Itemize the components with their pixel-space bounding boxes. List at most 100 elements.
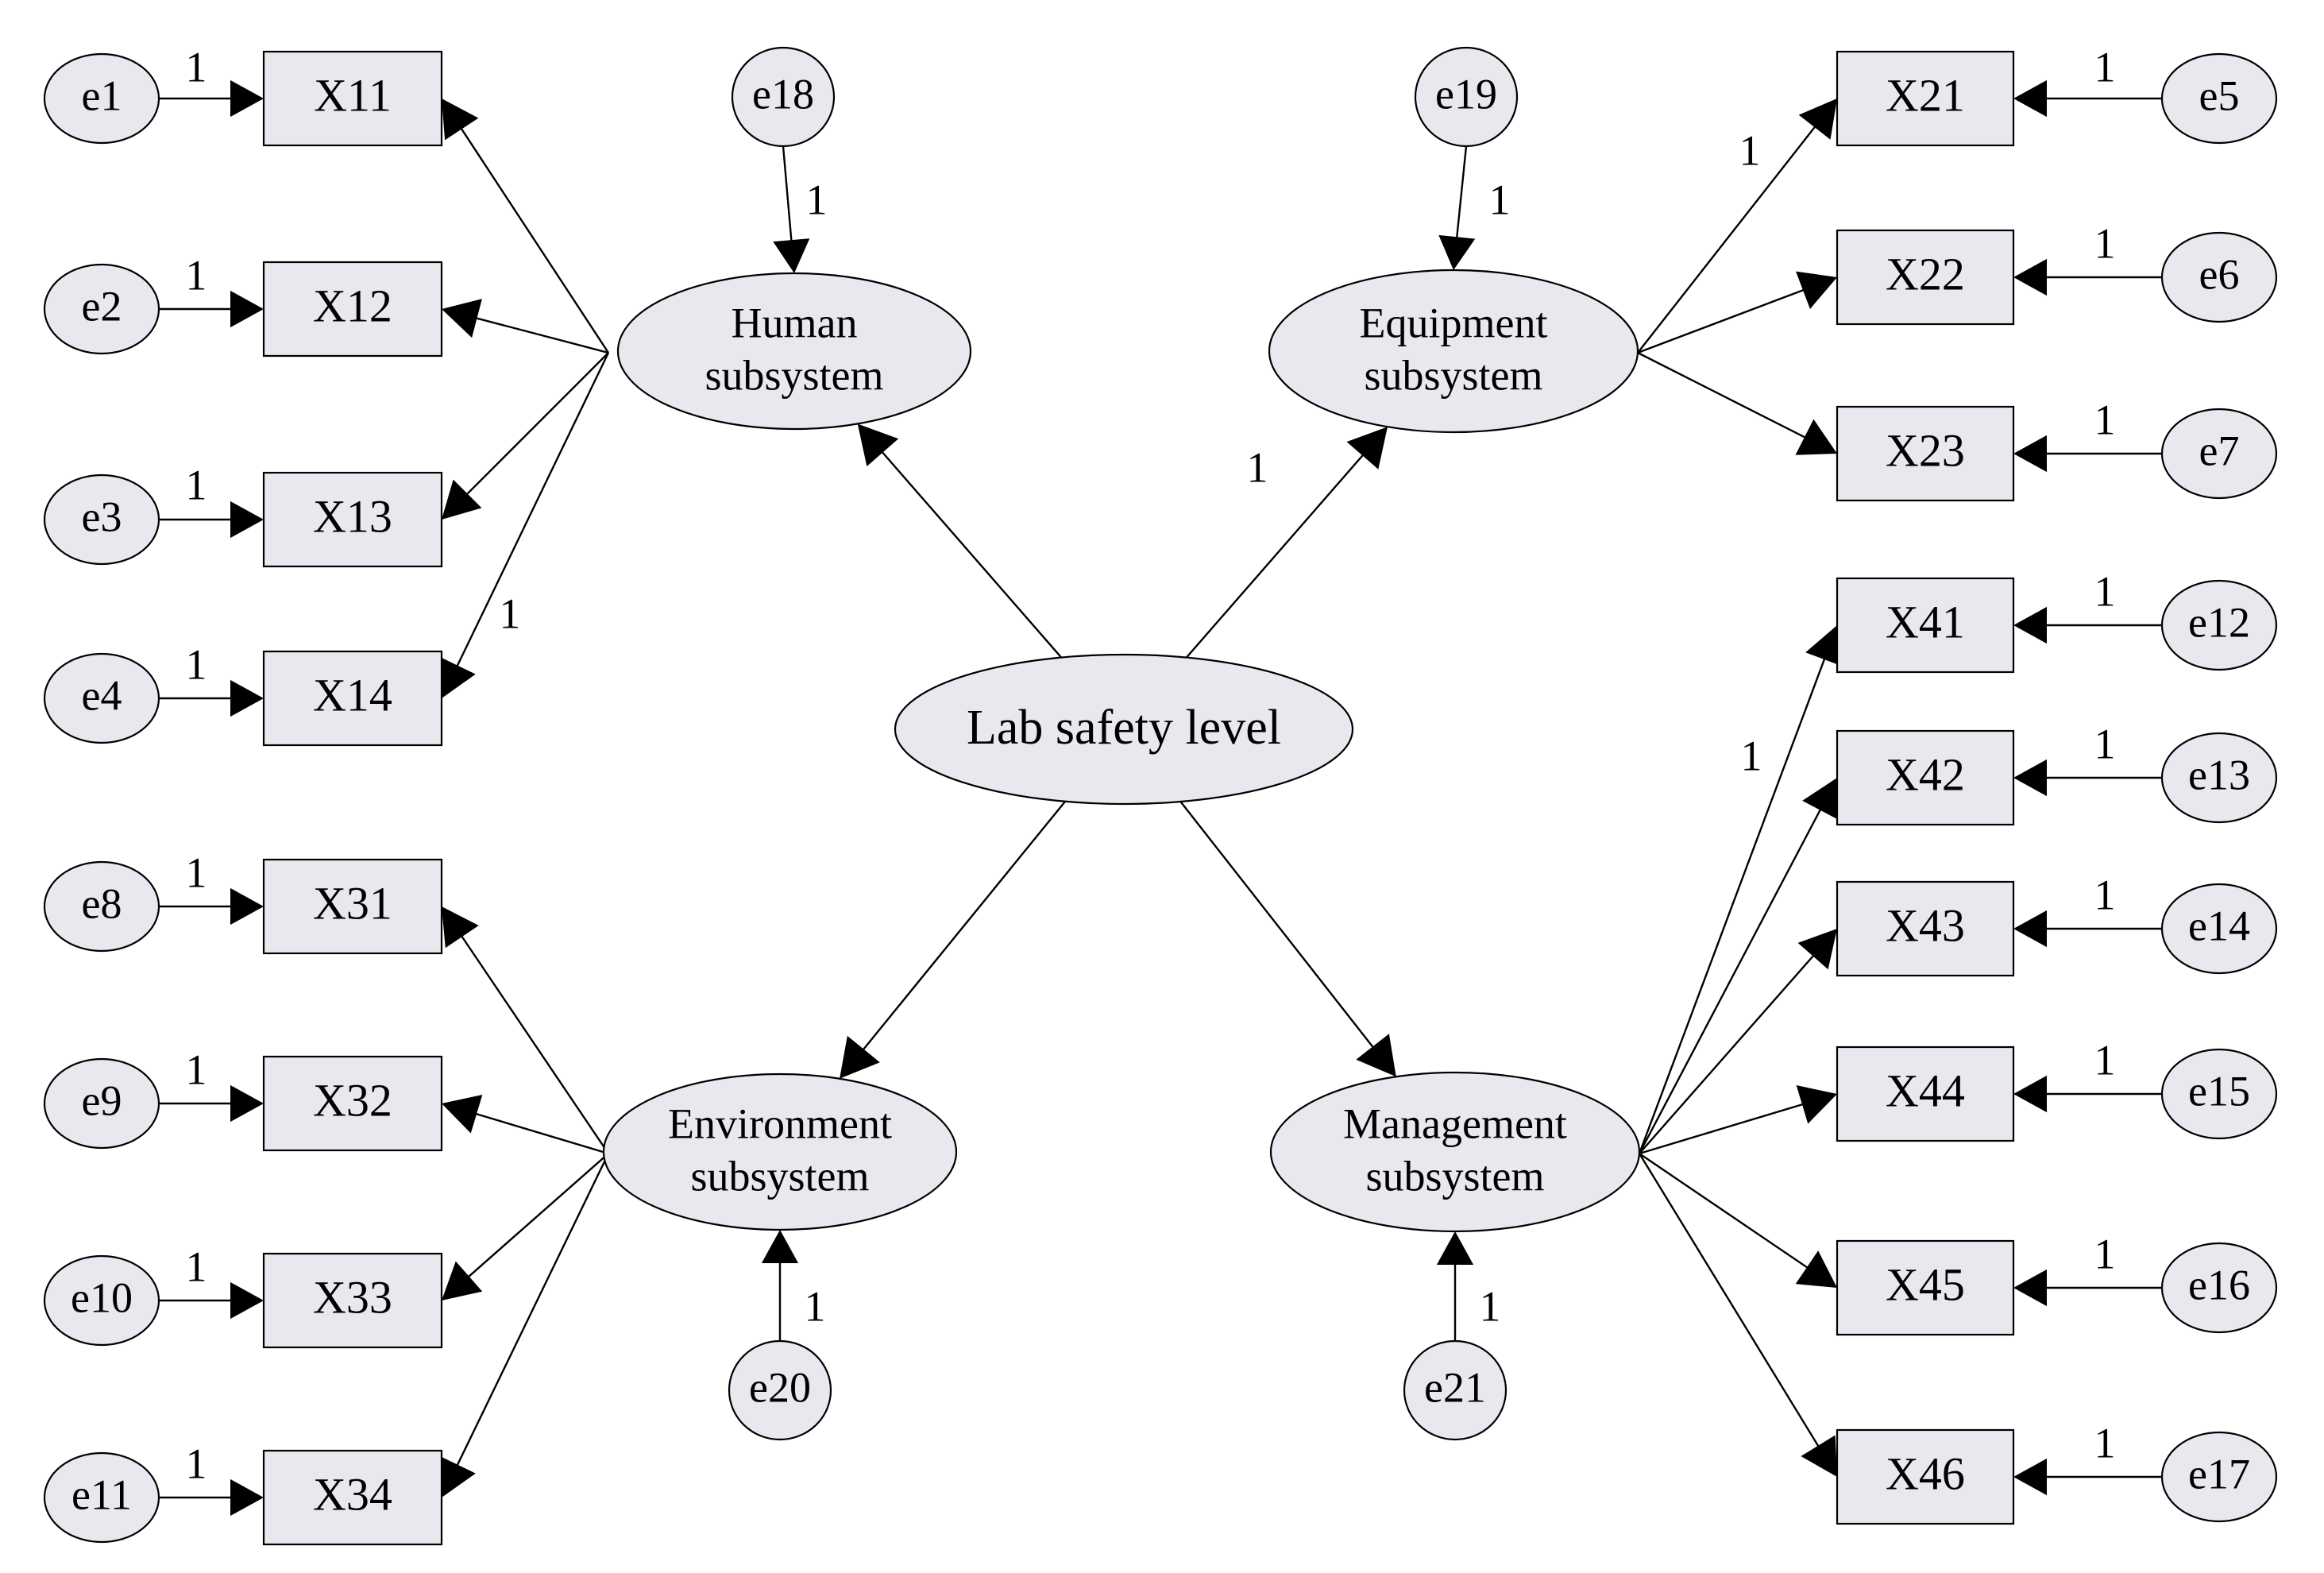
error-circle-e19[interactable] xyxy=(1414,46,1519,148)
error-term-e19[interactable]: e19 xyxy=(1414,46,1519,148)
error-circle-e11[interactable] xyxy=(43,1451,160,1544)
error-term-e16[interactable]: e16 xyxy=(2160,1242,2278,1334)
error-edge-e21-arrow xyxy=(1436,1231,1474,1265)
error-term-e9[interactable]: e9 xyxy=(43,1057,160,1150)
observed-variable-X44[interactable]: X44 xyxy=(1836,1045,2015,1142)
error-circle-e3[interactable] xyxy=(43,473,160,566)
observed-variable-X23[interactable]: X23 xyxy=(1836,405,2015,502)
observed-box-X11[interactable] xyxy=(262,50,443,147)
observed-variable-X45[interactable]: X45 xyxy=(1836,1239,2015,1336)
edge-weight-w-e19: 1 xyxy=(1489,176,1511,223)
observed-box-X42[interactable] xyxy=(1836,729,2015,826)
observed-variable-X12[interactable]: X12 xyxy=(262,261,443,358)
observed-variable-X22[interactable]: X22 xyxy=(1836,229,2015,326)
observed-box-X46[interactable] xyxy=(1836,1428,2015,1525)
observed-box-X45[interactable] xyxy=(1836,1239,2015,1336)
observed-variable-X46[interactable]: X46 xyxy=(1836,1428,2015,1525)
error-circle-e18[interactable] xyxy=(731,46,836,148)
error-term-e3[interactable]: e3 xyxy=(43,473,160,566)
observed-variable-X32[interactable]: X32 xyxy=(262,1055,443,1152)
error-circle-e12[interactable] xyxy=(2160,579,2278,671)
error-term-e8[interactable]: e8 xyxy=(43,860,160,953)
latent-label-environment-line1: Environment xyxy=(668,1100,892,1147)
observed-variable-X42[interactable]: X42 xyxy=(1836,729,2015,826)
observed-box-X31[interactable] xyxy=(262,858,443,955)
observed-box-X33[interactable] xyxy=(262,1252,443,1349)
observed-box-X23[interactable] xyxy=(1836,405,2015,502)
error-term-e2[interactable]: e2 xyxy=(43,263,160,355)
observed-variable-X41[interactable]: X41 xyxy=(1836,577,2015,674)
latent-variable-lab_safety[interactable]: Lab safety level xyxy=(894,653,1354,806)
error-circle-e7[interactable] xyxy=(2160,408,2278,500)
observed-variable-X43[interactable]: X43 xyxy=(1836,880,2015,977)
observed-box-X21[interactable] xyxy=(1836,50,2015,147)
error-term-e17[interactable]: e17 xyxy=(2160,1431,2278,1523)
error-circle-e20[interactable] xyxy=(728,1339,832,1441)
error-term-e18[interactable]: e18 xyxy=(731,46,836,148)
observed-box-X44[interactable] xyxy=(1836,1045,2015,1142)
loading-environment-X33-arrow xyxy=(442,1261,483,1301)
latent-ellipse-management[interactable] xyxy=(1269,1071,1641,1233)
error-term-e14[interactable]: e14 xyxy=(2160,883,2278,975)
error-circle-e6[interactable] xyxy=(2160,231,2278,323)
observed-variable-X21[interactable]: X21 xyxy=(1836,50,2015,147)
error-circle-e14[interactable] xyxy=(2160,883,2278,975)
error-term-e13[interactable]: e13 xyxy=(2160,732,2278,824)
error-label-e12: e12 xyxy=(2188,598,2250,646)
error-circle-e5[interactable] xyxy=(2160,52,2278,145)
error-term-e7[interactable]: e7 xyxy=(2160,408,2278,500)
error-term-e1[interactable]: e1 xyxy=(43,52,160,145)
observed-variable-X13[interactable]: X13 xyxy=(262,471,443,568)
error-term-e21[interactable]: e21 xyxy=(1403,1339,1508,1441)
latent-label-lab_safety: Lab safety level xyxy=(967,701,1281,755)
error-term-e5[interactable]: e5 xyxy=(2160,52,2278,145)
observed-box-X12[interactable] xyxy=(262,261,443,358)
observed-box-X34[interactable] xyxy=(262,1449,443,1546)
error-circle-e16[interactable] xyxy=(2160,1242,2278,1334)
latent-ellipse-human[interactable] xyxy=(616,272,972,431)
struct-lab-to-equipment-arrow xyxy=(1346,427,1388,470)
observed-box-X13[interactable] xyxy=(262,471,443,568)
observed-box-X22[interactable] xyxy=(1836,229,2015,326)
error-edge-e9-arrow xyxy=(230,1084,264,1123)
observed-box-X32[interactable] xyxy=(262,1055,443,1152)
observed-variable-X34[interactable]: X34 xyxy=(262,1449,443,1546)
observed-variable-X33[interactable]: X33 xyxy=(262,1252,443,1349)
error-term-e12[interactable]: e12 xyxy=(2160,579,2278,671)
observed-box-X41[interactable] xyxy=(1836,577,2015,674)
error-circle-e4[interactable] xyxy=(43,652,160,744)
error-term-e15[interactable]: e15 xyxy=(2160,1048,2278,1140)
observed-variable-X31[interactable]: X31 xyxy=(262,858,443,955)
error-edge-e19-line xyxy=(1455,145,1468,243)
error-term-e4[interactable]: e4 xyxy=(43,652,160,744)
observed-variable-X14[interactable]: X14 xyxy=(262,650,443,747)
observed-variable-X11[interactable]: X11 xyxy=(262,50,443,147)
observed-box-X14[interactable] xyxy=(262,650,443,747)
loading-management-X42-arrow xyxy=(1802,778,1838,820)
error-circle-e15[interactable] xyxy=(2160,1048,2278,1140)
error-term-e10[interactable]: e10 xyxy=(43,1254,160,1347)
error-circle-e17[interactable] xyxy=(2160,1431,2278,1523)
error-circle-e21[interactable] xyxy=(1403,1339,1508,1441)
error-circle-e2[interactable] xyxy=(43,263,160,355)
loading-human-X11-line xyxy=(457,122,610,354)
latent-ellipse-environment[interactable] xyxy=(602,1072,958,1231)
error-term-e11[interactable]: e11 xyxy=(43,1451,160,1544)
error-term-e6[interactable]: e6 xyxy=(2160,231,2278,323)
error-circle-e13[interactable] xyxy=(2160,732,2278,824)
observed-box-X43[interactable] xyxy=(1836,880,2015,977)
error-circle-e10[interactable] xyxy=(43,1254,160,1347)
latent-ellipse-equipment[interactable] xyxy=(1268,269,1639,434)
error-circle-e1[interactable] xyxy=(43,52,160,145)
latent-label-equipment-line1: Equipment xyxy=(1360,299,1548,346)
error-circle-e8[interactable] xyxy=(43,860,160,953)
latent-ellipse-lab_safety[interactable] xyxy=(894,653,1354,806)
error-circle-e9[interactable] xyxy=(43,1057,160,1150)
latent-label-human-line2: subsystem xyxy=(705,351,883,399)
error-term-e20[interactable]: e20 xyxy=(728,1339,832,1441)
error-edge-e6-arrow xyxy=(2013,258,2047,296)
